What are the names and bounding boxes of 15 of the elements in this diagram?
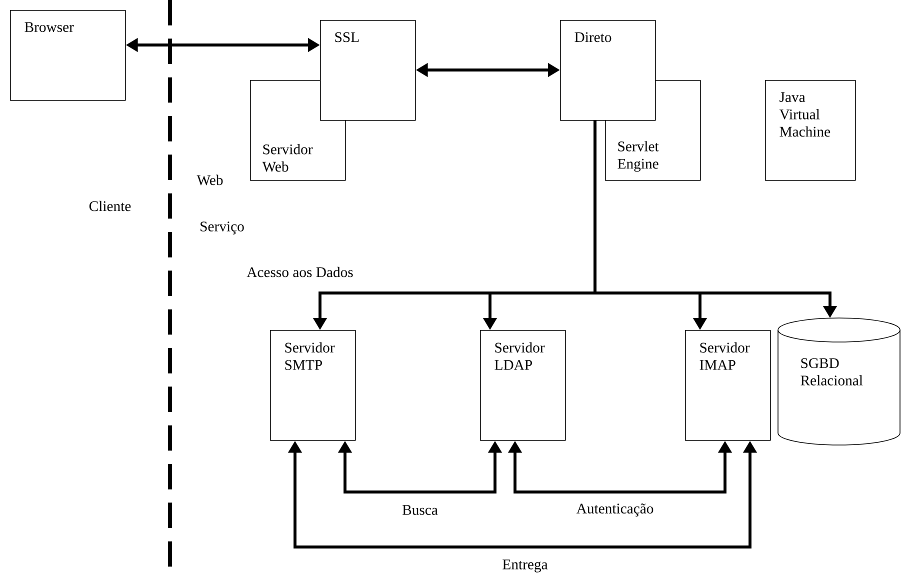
server-box: Browser bbox=[10, 10, 126, 101]
region-label: Web bbox=[196, 174, 223, 186]
server-box: Servidor IMAP bbox=[685, 330, 771, 441]
region-label: Serviço bbox=[200, 222, 244, 234]
server-box: Servidor SMTP bbox=[270, 330, 356, 441]
server-box: Java Virtual Machine bbox=[765, 80, 856, 181]
server-box: Servidor LDAP bbox=[480, 330, 566, 441]
database-cylinder: SGBD Relacional bbox=[778, 318, 900, 446]
edge-label: Busca bbox=[400, 504, 440, 516]
edge-label: Autenticação bbox=[575, 502, 656, 518]
edge-label: Acesso aos Dados bbox=[245, 266, 355, 278]
edge-label: Entrega bbox=[500, 558, 550, 574]
region-label: Cliente bbox=[89, 200, 131, 212]
server-box: SSL bbox=[320, 20, 416, 121]
server-box: Direto bbox=[560, 20, 656, 121]
